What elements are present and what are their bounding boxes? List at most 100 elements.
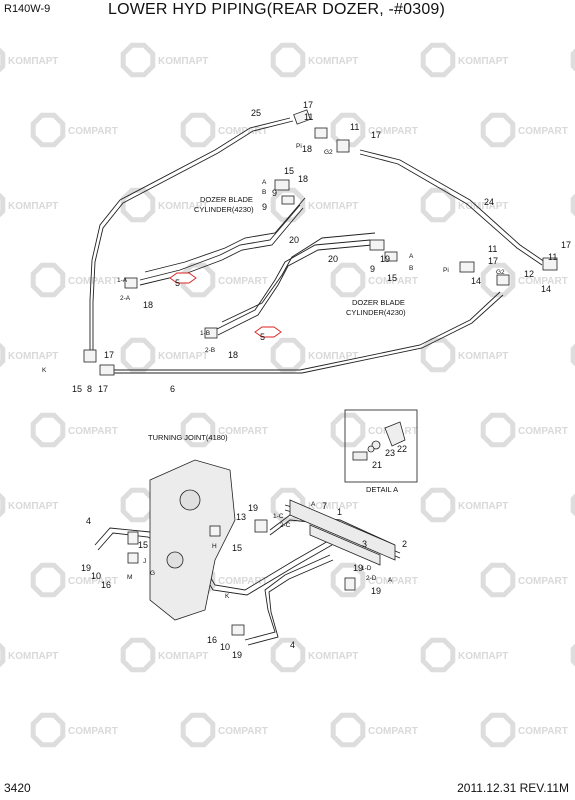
watermark-text: COMPART — [218, 276, 268, 287]
port-label: Pi — [296, 143, 302, 150]
watermark-tile: COMPART — [180, 712, 268, 748]
callout: 14 — [471, 276, 481, 286]
callout: 21 — [372, 460, 382, 470]
watermark-tile: KOMПАРТ — [570, 193, 575, 217]
port-label: A — [262, 179, 267, 186]
watermark-logo-icon — [480, 412, 516, 448]
port-label: M — [127, 574, 132, 581]
watermark-logo-icon — [0, 342, 6, 368]
callout: 18 — [302, 144, 312, 154]
callout: 9 — [262, 202, 267, 212]
callout: 15 — [232, 543, 242, 553]
port-label: G2 — [496, 269, 505, 276]
caption-detail-a: DETAIL A — [366, 485, 398, 494]
callout: 17 — [561, 240, 571, 250]
port-label: 2-C — [280, 522, 291, 529]
watermark-text: COMPART — [218, 726, 268, 737]
watermark-tile: COMPART — [330, 562, 418, 598]
watermark-text: COMPART — [518, 276, 568, 287]
callout: 19 — [371, 586, 381, 596]
dozer-valve-pipe-2 — [309, 524, 381, 566]
watermark-logo-icon — [330, 112, 366, 148]
watermark-text: KOMПАРТ — [8, 501, 58, 512]
fitting-j — [127, 552, 139, 564]
port-label: H — [212, 543, 217, 550]
watermark-text: KOMПАРТ — [8, 651, 58, 662]
watermark-text: KOMПАРТ — [458, 651, 508, 662]
elbow-11 — [336, 139, 350, 153]
watermark-tile: KOMПАРТ — [0, 192, 58, 218]
caption-dozer-cyl-lower-2: CYLINDER(4230) — [346, 308, 406, 317]
callout: 20 — [328, 254, 338, 264]
watermark-text: COMPART — [218, 576, 268, 587]
watermark-text: KOMПАРТ — [158, 351, 208, 362]
callout: 17 — [488, 256, 498, 266]
watermark-tile: KOMПАРТ — [570, 343, 575, 367]
callout: 11 — [304, 112, 313, 122]
watermark-text: COMPART — [368, 276, 418, 287]
callout: 17 — [371, 130, 381, 140]
callout: 15 — [284, 166, 294, 176]
watermark-tile: KOMПАРТ — [420, 42, 508, 78]
watermark-text: KOMПАРТ — [458, 501, 508, 512]
watermark-logo-icon — [330, 712, 366, 748]
port-label: 2-D — [366, 575, 377, 582]
callout: 17 — [303, 100, 313, 110]
detail-a-frame — [344, 409, 418, 483]
watermark-tile: KOMПАРТ — [270, 637, 358, 673]
watermark-tile: KOMПАРТ — [570, 643, 575, 667]
watermark-tile: COMPART — [330, 712, 418, 748]
callout: 12 — [524, 269, 534, 279]
watermark-logo-icon — [270, 337, 306, 373]
detail-a-bracket — [384, 421, 406, 447]
watermark-text: COMPART — [68, 276, 118, 287]
port-label: A — [311, 501, 316, 508]
callout: 7 — [322, 501, 327, 511]
watermark-logo-icon — [480, 562, 516, 598]
watermark-logo-icon — [120, 487, 156, 523]
callout: 13 — [236, 512, 246, 522]
callout: 24 — [484, 197, 494, 207]
callout: 23 — [385, 448, 395, 458]
watermark-text: KOMПАРТ — [158, 651, 208, 662]
callout: 19 — [353, 563, 363, 573]
watermark-logo-icon — [330, 262, 366, 298]
watermark-tile: COMPART — [330, 112, 418, 148]
revision-date: 2011.12.31 REV.11M — [457, 781, 569, 795]
watermark-text: KOMПАРТ — [158, 201, 208, 212]
watermark-logo-icon — [0, 492, 6, 518]
watermark-text: KOMПАРТ — [308, 351, 358, 362]
watermark-tile: COMPART — [30, 712, 118, 748]
watermark-logo-icon — [330, 412, 366, 448]
watermark-tile: COMPART — [330, 262, 418, 298]
watermark-tile: KOMПАРТ — [0, 492, 58, 518]
watermark-tile: KOMПАРТ — [0, 342, 58, 368]
fitting-15-lower — [127, 531, 139, 545]
watermark-tile: COMPART — [180, 412, 268, 448]
watermark-tile: COMPART — [30, 562, 118, 598]
callout: 5 — [175, 278, 180, 288]
captions: DOZER BLADE CYLINDER(4230) DOZER BLADE C… — [148, 195, 406, 494]
callout: 10 — [220, 642, 230, 652]
elbow-11-right — [542, 257, 558, 271]
port-label: 1-A — [117, 277, 128, 284]
watermark-logo-icon — [570, 343, 575, 367]
callout: 19 — [248, 503, 258, 513]
watermark-tile: KOMПАРТ — [0, 47, 58, 73]
port-label: 2-A — [120, 295, 131, 302]
watermark-text: KOMПАРТ — [458, 201, 508, 212]
dozer-valve-pipe-1 — [289, 499, 396, 561]
watermark-logo-icon — [0, 642, 6, 668]
watermark-text: COMPART — [68, 126, 118, 137]
watermark-logo-icon — [420, 487, 456, 523]
fitting-h — [209, 525, 221, 537]
watermark-tile: COMPART — [180, 112, 268, 148]
watermark-logo-icon — [120, 42, 156, 78]
watermark-tile: COMPART — [480, 412, 568, 448]
turning-joint-port — [179, 489, 201, 511]
tee-8 — [83, 349, 97, 363]
port-label: 1-B — [200, 330, 210, 337]
callout: 11 — [350, 122, 359, 132]
watermark-tile: KOMПАРТ — [270, 187, 358, 223]
